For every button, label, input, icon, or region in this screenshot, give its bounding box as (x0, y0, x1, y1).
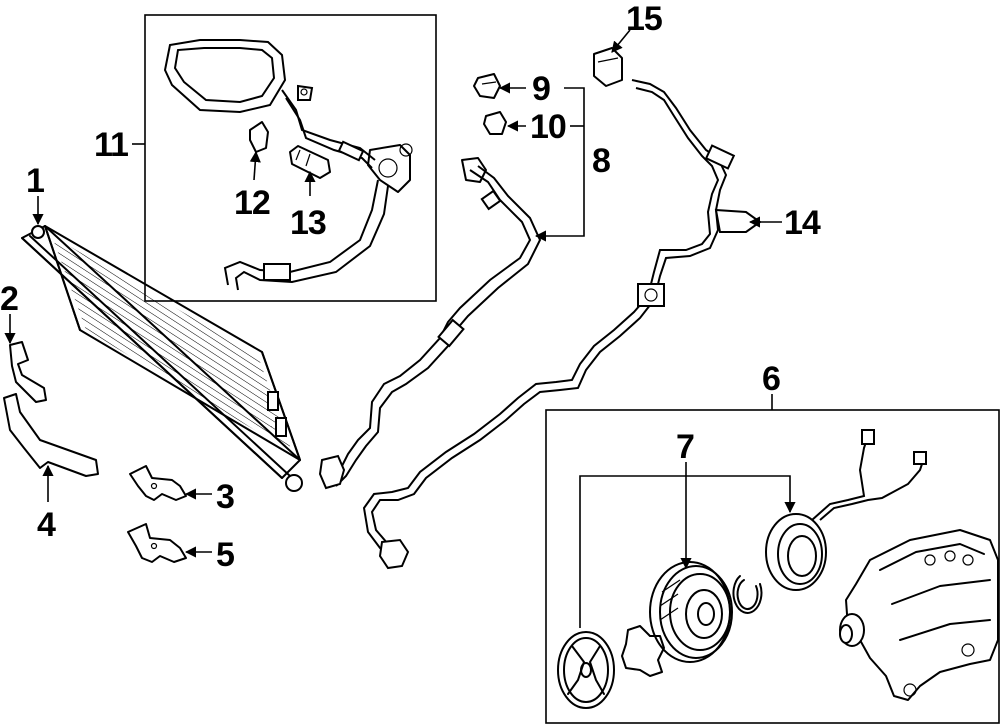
hose-assembly-box (144, 14, 437, 302)
bracket-4-part[interactable] (3, 393, 99, 477)
callout-10: 10 (530, 108, 566, 146)
callout-6: 6 (762, 360, 780, 398)
callout-14: 14 (784, 204, 821, 242)
callout-12: 12 (234, 184, 270, 222)
hose-assembly-11-part[interactable] (163, 39, 413, 291)
callout-1: 1 (26, 162, 44, 200)
clutch-coil-part[interactable] (765, 429, 927, 591)
discharge-line-8-part[interactable] (318, 157, 542, 490)
callout-15: 15 (626, 0, 662, 38)
valve-12-part[interactable] (249, 121, 269, 153)
callout-5: 5 (216, 536, 234, 574)
cap-9-part[interactable] (473, 73, 501, 99)
bracket-2-part[interactable] (9, 341, 47, 403)
compressor-part[interactable] (839, 529, 999, 701)
callout-13: 13 (290, 204, 326, 242)
callout-11: 11 (94, 126, 128, 164)
leader-lines (4, 29, 796, 628)
clutch-pulley-part[interactable] (649, 561, 733, 663)
liquid-line-14-part[interactable] (362, 79, 762, 570)
callout-3: 3 (216, 478, 234, 516)
switch-13-part[interactable] (289, 145, 331, 179)
callout-8: 8 (592, 142, 610, 180)
valve-cap-15-part[interactable] (593, 47, 623, 87)
condenser-part[interactable] (21, 225, 303, 492)
cap-10-part[interactable] (483, 111, 507, 135)
bracket-3-part[interactable] (129, 465, 187, 501)
callout-9: 9 (532, 70, 550, 108)
callout-4: 4 (37, 506, 56, 544)
pulley-hub-part[interactable] (557, 631, 615, 709)
callout-7: 7 (676, 428, 694, 466)
snap-ring-part[interactable] (732, 575, 763, 614)
callout-2: 2 (0, 280, 18, 318)
bracket-5-part[interactable] (127, 523, 187, 563)
shim-part[interactable] (621, 625, 665, 677)
